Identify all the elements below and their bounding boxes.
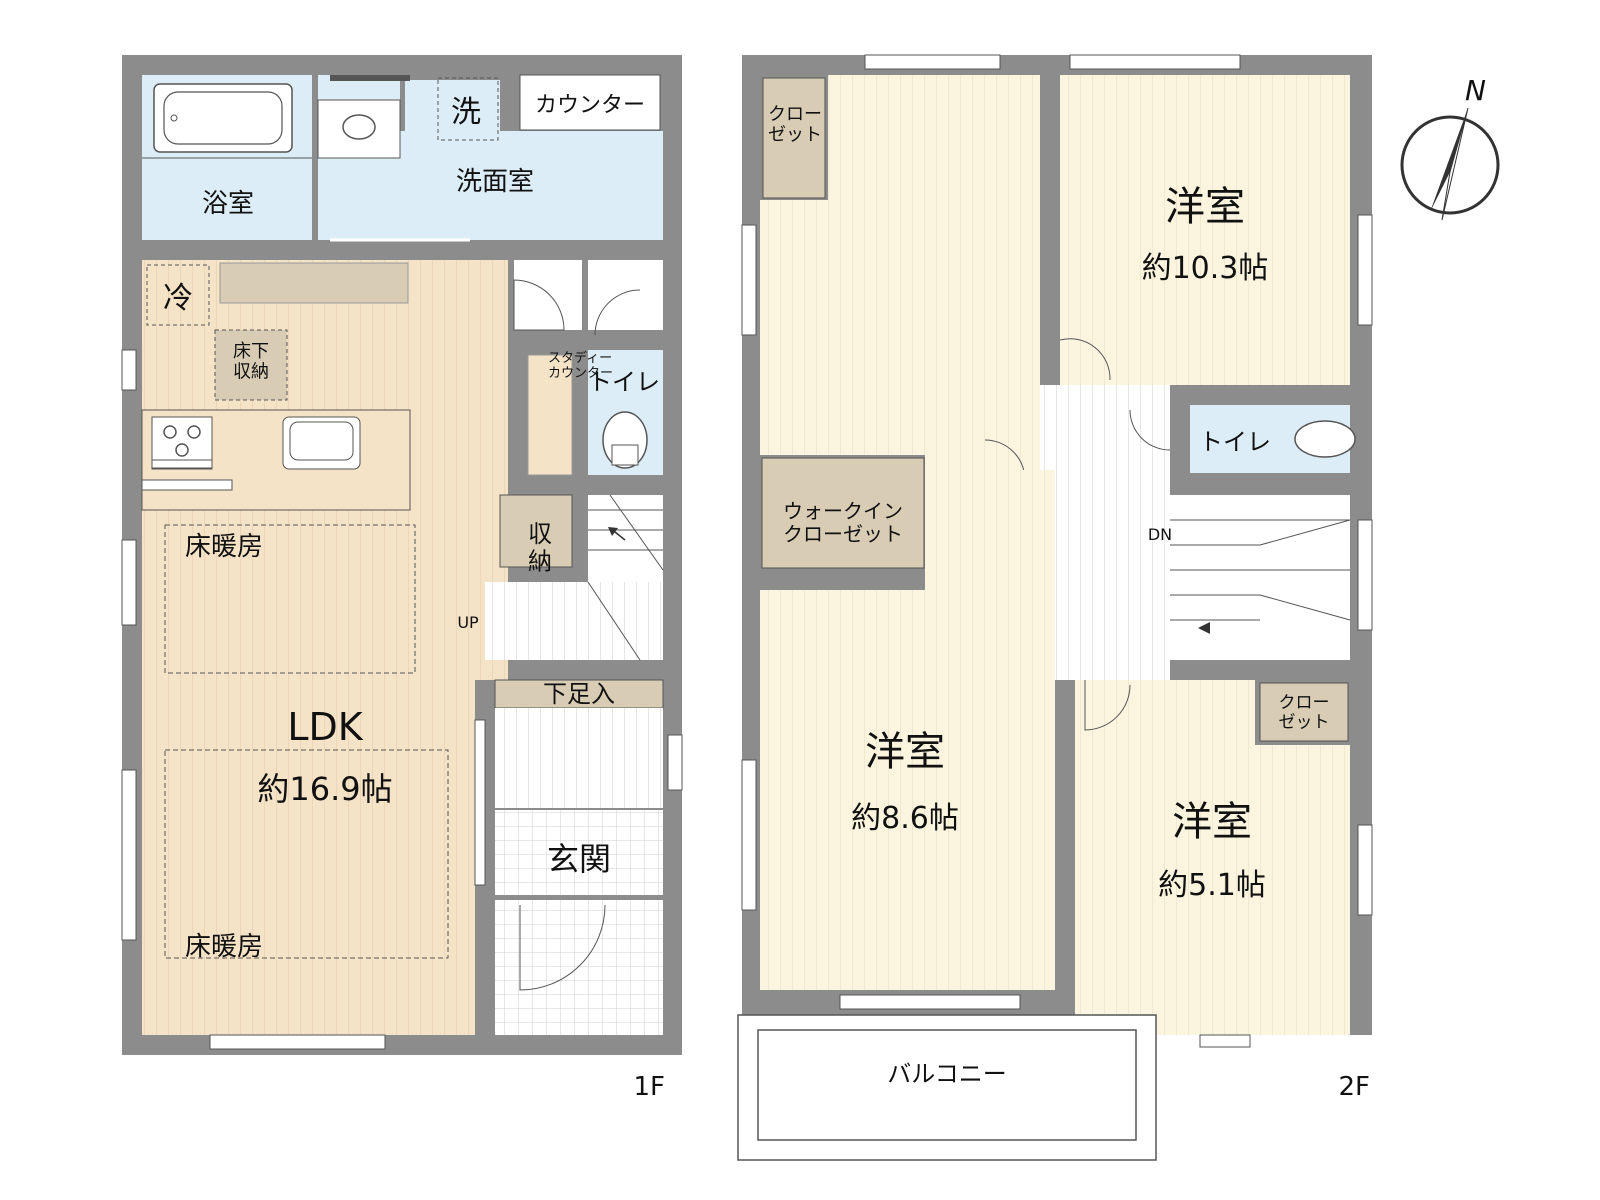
entrance-floor (495, 900, 663, 1035)
floor-heating-zone-1 (164, 524, 416, 674)
label-toilet-2f: トイレ (1199, 428, 1271, 456)
label-washer: 洗 (451, 95, 481, 130)
stairs-1f-lower (485, 582, 663, 660)
bedroom-10-3-area (1060, 75, 1350, 385)
kitchen-sink (282, 416, 361, 470)
label-counter: カウンター (535, 93, 645, 118)
washer-space (437, 77, 499, 141)
label-room-center-size: 約8.6帖 (851, 801, 959, 836)
label-room-topright: 洋室 (1165, 184, 1245, 230)
storage-1f (499, 494, 573, 568)
ldk-area (142, 260, 508, 1035)
label-ldk-size: 約16.9帖 (257, 770, 392, 808)
label-floor-2: 2F (1339, 1072, 1371, 1102)
floor-2 (737, 54, 1373, 1161)
closet-bottomright (1259, 682, 1349, 742)
entrance-upper (495, 810, 663, 895)
window-1f-south (209, 1034, 386, 1050)
study-counter (527, 354, 573, 476)
counter (519, 74, 661, 131)
label-balcony: バルコニー (887, 1060, 1007, 1088)
label-floor-heating-2: 床暖房 (185, 932, 263, 962)
fridge-space (146, 264, 210, 326)
label-shoe-storage: 下足入 (543, 680, 615, 708)
hall-2f (1040, 385, 1170, 680)
label-floor-heating-1: 床暖房 (185, 532, 263, 562)
bedroom-8-6-area (760, 590, 1055, 990)
closet-topleft (762, 77, 826, 199)
kitchen-back-counter (219, 262, 409, 304)
wash-basin (317, 99, 401, 159)
label-washroom: 洗面室 (456, 167, 534, 197)
label-storage-1f: 収納 (528, 520, 552, 576)
labels: N 浴室 洗面室 洗 カウンター 冷 床下収納 トイレ 床暖房 床暖房 LDK … (163, 74, 1486, 1102)
label-study-counter: スタディーカウンター (548, 350, 613, 381)
label-closet-bottomright: クローゼット (1279, 693, 1330, 733)
hall-closet (514, 260, 582, 330)
label-underfloor-storage-1: 床下収納 (233, 341, 269, 383)
label-toilet-1f: トイレ (588, 368, 660, 396)
walkin-closet (761, 457, 925, 569)
floor-1 (121, 55, 683, 1055)
compass (1400, 107, 1500, 221)
entrance-hall (495, 708, 663, 808)
stairs-1f-upper (588, 495, 663, 582)
label-closet-topleft: クローゼット (768, 104, 822, 146)
label-bathroom: 浴室 (202, 189, 254, 219)
label-floor-1: 1F (634, 1072, 666, 1102)
compass-label: N (1465, 74, 1486, 107)
label-walkin-closet: ウォークインクローゼット (783, 499, 903, 546)
label-stair-up: UP (457, 613, 479, 632)
label-room-bottomright: 洋室 (1172, 799, 1252, 845)
stairs-2f (1170, 495, 1350, 660)
label-fridge: 冷 (163, 281, 193, 316)
floor-heating-zone-2 (164, 749, 449, 959)
label-room-topright-size: 約10.3帖 (1142, 251, 1269, 286)
label-ldk: LDK (287, 705, 363, 749)
label-stair-dn: DN (1148, 525, 1172, 544)
label-entrance: 玄関 (547, 840, 611, 878)
label-room-center: 洋室 (865, 729, 945, 775)
label-room-bottomright-size: 約5.1帖 (1158, 868, 1266, 903)
underfloor-storage (214, 329, 288, 401)
